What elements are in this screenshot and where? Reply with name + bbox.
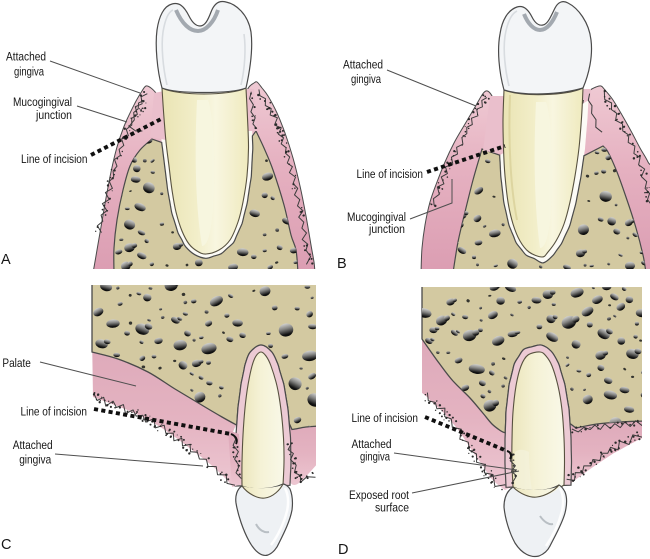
svg-text:Line of incision: Line of incision [352, 411, 419, 425]
svg-text:Line of incision: Line of incision [357, 167, 424, 181]
svg-text:Line of incision: Line of incision [21, 405, 88, 419]
svg-text:Mucogingival: Mucogingival [13, 95, 72, 109]
svg-text:Attached: Attached [343, 58, 383, 72]
svg-text:Attached: Attached [13, 438, 53, 452]
svg-text:D: D [338, 542, 348, 558]
svg-text:junction: junction [35, 108, 72, 122]
svg-text:gingiva: gingiva [14, 65, 44, 79]
svg-text:Attached: Attached [352, 437, 392, 451]
svg-text:junction: junction [368, 222, 405, 236]
svg-text:gingiva: gingiva [351, 72, 381, 86]
svg-text:Line of incision: Line of incision [21, 152, 88, 166]
svg-text:Attached: Attached [6, 49, 46, 63]
svg-text:gingiva: gingiva [19, 453, 51, 467]
svg-text:A: A [1, 252, 11, 268]
svg-text:C: C [1, 537, 11, 553]
svg-text:Exposed root: Exposed root [349, 488, 409, 502]
svg-text:surface: surface [375, 501, 409, 515]
svg-text:Mucogingival: Mucogingival [347, 210, 406, 224]
svg-text:Palate: Palate [2, 356, 31, 370]
svg-text:B: B [337, 256, 347, 272]
svg-text:gingiva: gingiva [360, 450, 390, 464]
